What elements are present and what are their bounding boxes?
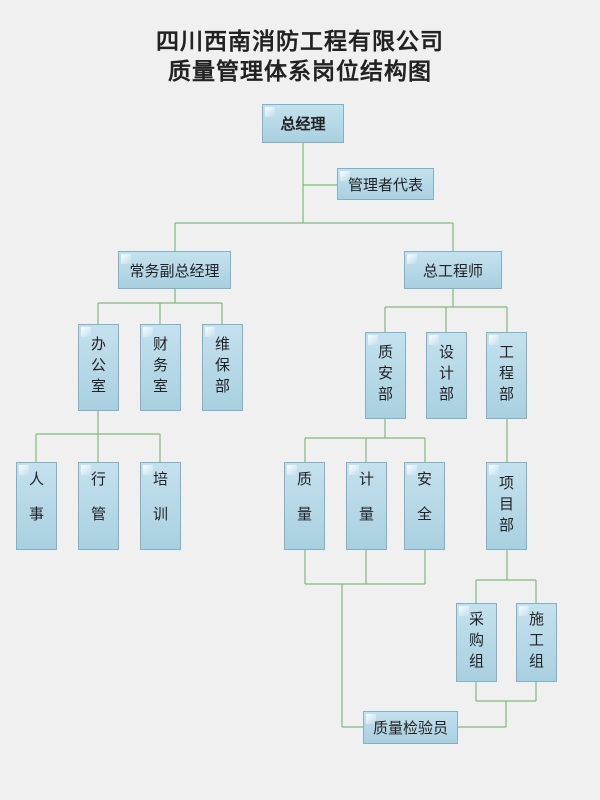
node-office: 办公室: [78, 324, 119, 411]
node-executive-vice-gm: 常务副总经理: [118, 251, 231, 289]
node-metrology: 计量: [346, 462, 387, 550]
node-admin: 行管: [78, 462, 119, 550]
node-quality: 质量: [284, 462, 325, 550]
node-design-dept: 设计部: [426, 332, 467, 419]
node-safety: 安全: [404, 462, 445, 550]
chart-title-line-1: 四川西南消防工程有限公司: [156, 29, 444, 55]
node-finance: 财务室: [140, 324, 181, 411]
node-chief-engineer: 总工程师: [404, 251, 502, 289]
node-engineering-dept: 工程部: [486, 332, 527, 419]
node-procurement-group: 采购组: [456, 603, 497, 682]
node-hr: 人事: [16, 462, 57, 550]
node-maintenance: 维保部: [202, 324, 243, 411]
node-quality-safety-dept: 质安部: [365, 332, 406, 419]
node-construction-group: 施工组: [516, 603, 557, 682]
chart-title-line-2: 质量管理体系岗位结构图: [168, 59, 432, 85]
node-general-manager: 总经理: [262, 104, 344, 143]
node-project-dept: 项目部: [486, 462, 527, 550]
node-management-representative: 管理者代表: [337, 168, 434, 200]
node-quality-inspector: 质量检验员: [363, 711, 458, 744]
node-training: 培训: [140, 462, 181, 550]
